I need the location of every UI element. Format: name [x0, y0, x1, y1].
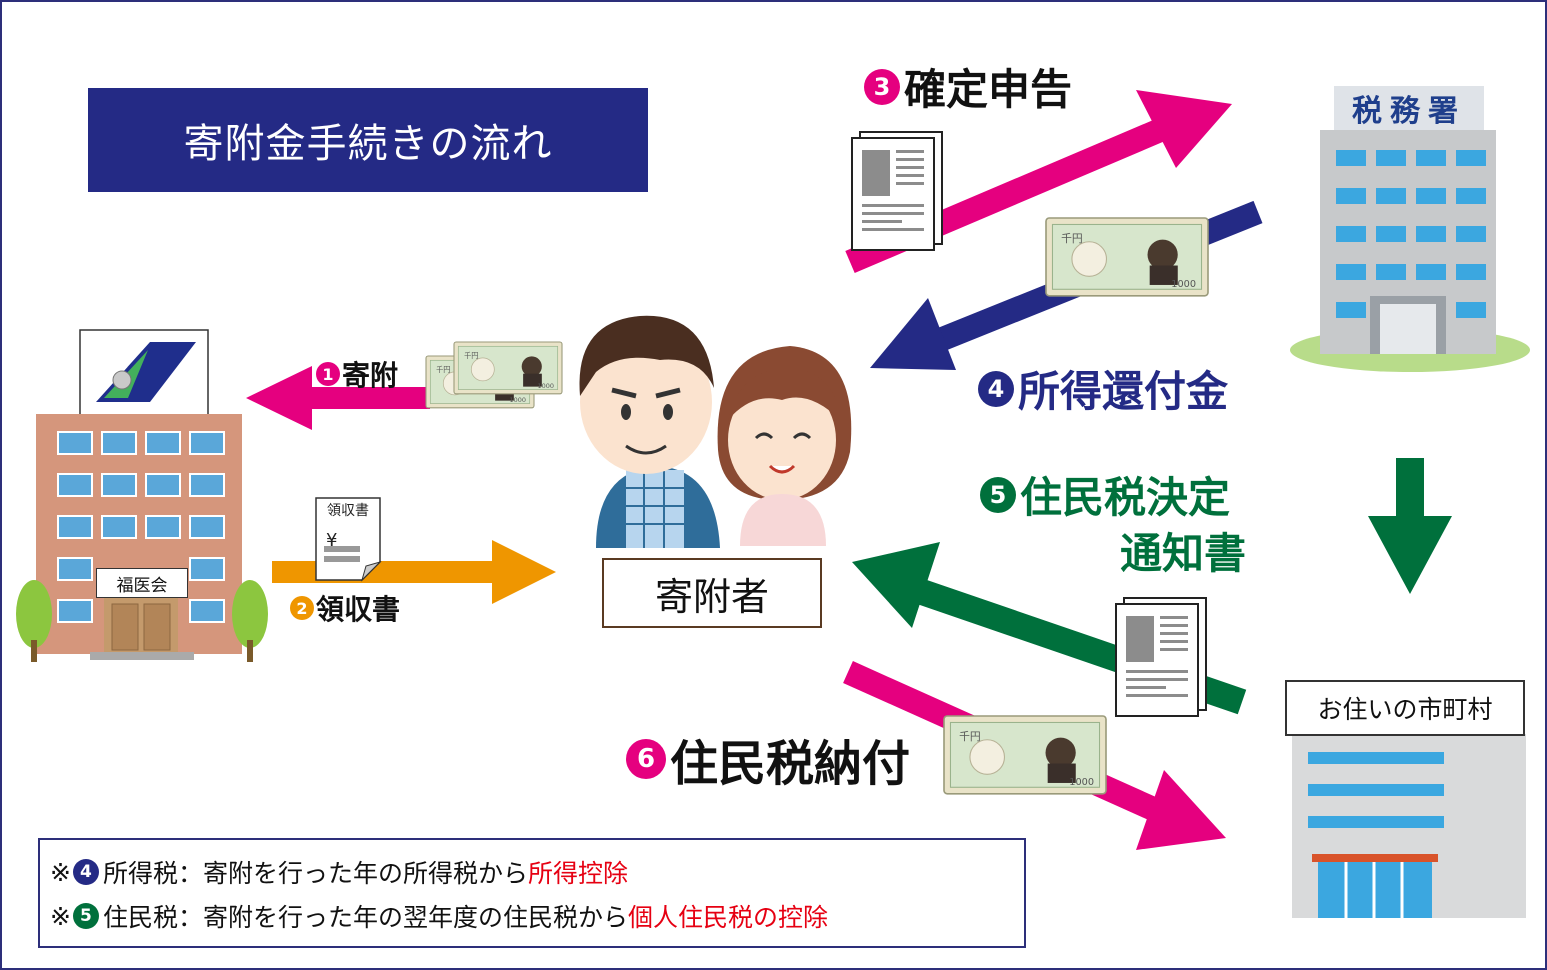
donor-couple	[579, 315, 852, 548]
donor-label: 寄附者	[602, 558, 822, 628]
note-prefix: ※	[50, 901, 71, 931]
step-1-text: 寄附	[342, 359, 399, 392]
step-6-label: 6 住民税納付	[626, 724, 910, 794]
hospital-building	[16, 329, 268, 662]
step-3-number: 3	[864, 68, 900, 105]
step-6-text: 住民税納付	[670, 736, 911, 792]
step-5-text: 住民税決定	[1020, 473, 1231, 522]
tax-return-document-icon	[851, 131, 943, 251]
city-sign: お住いの市町村	[1285, 680, 1525, 736]
step-2-number: 2	[290, 596, 314, 620]
step-3-text: 確定申告	[904, 65, 1073, 114]
step-5-number: 5	[980, 476, 1016, 513]
step-3-label: 3 確定申告	[864, 56, 1072, 117]
step-5-label: 5 住民税決定	[980, 464, 1230, 525]
step-1-label: 1 寄附	[316, 354, 398, 394]
city-hall-building	[1292, 734, 1526, 918]
note-number-5: 5	[72, 903, 99, 929]
receipt-doc-label: 領収書	[327, 503, 369, 519]
banknote-icon	[453, 341, 563, 395]
note-income-tax: ※ 4 所得税：寄附を行った年の所得税から 所得控除	[50, 850, 1024, 894]
step-6-number: 6	[626, 739, 666, 779]
note-text: 所得税：寄附を行った年の所得税から	[102, 859, 528, 888]
note-number-4: 4	[72, 859, 99, 885]
refund-banknote-icon	[1045, 217, 1209, 297]
note-highlight: 所得控除	[527, 859, 628, 888]
step-5-text-line2: 通知書	[1120, 529, 1247, 578]
note-prefix: ※	[50, 857, 71, 887]
step-1-number: 1	[316, 362, 340, 386]
yen-symbol: ¥	[326, 530, 338, 551]
notes-box: ※ 4 所得税：寄附を行った年の所得税から 所得控除 ※ 5 住民税：寄附を行っ…	[38, 838, 1026, 948]
step-4-text: 所得還付金	[1018, 367, 1229, 416]
step-4-number: 4	[978, 370, 1014, 407]
note-highlight: 個人住民税の控除	[627, 903, 828, 932]
step-2-text: 領収書	[316, 593, 401, 626]
receipt-icon	[315, 497, 382, 582]
note-resident-tax: ※ 5 住民税：寄附を行った年の翌年度の住民税から 個人住民税の控除	[50, 894, 1024, 938]
step-4-label: 4 所得還付金	[978, 358, 1228, 419]
arrow-1-donation	[246, 366, 430, 430]
payment-banknote-icon	[943, 715, 1107, 795]
tax-office-building	[1290, 130, 1530, 372]
note-text: 住民税：寄附を行った年の翌年度の住民税から	[102, 903, 628, 932]
step-2-label: 2 領収書	[290, 588, 400, 628]
arrow-city-down	[1368, 458, 1452, 594]
tax-office-sign: 税務署	[1334, 86, 1484, 130]
arrow-2-receipt	[272, 540, 556, 604]
notice-document-icon	[1115, 597, 1207, 717]
hospital-sign: 福医会	[96, 568, 188, 598]
page-title: 寄附金手続きの流れ	[88, 88, 648, 192]
